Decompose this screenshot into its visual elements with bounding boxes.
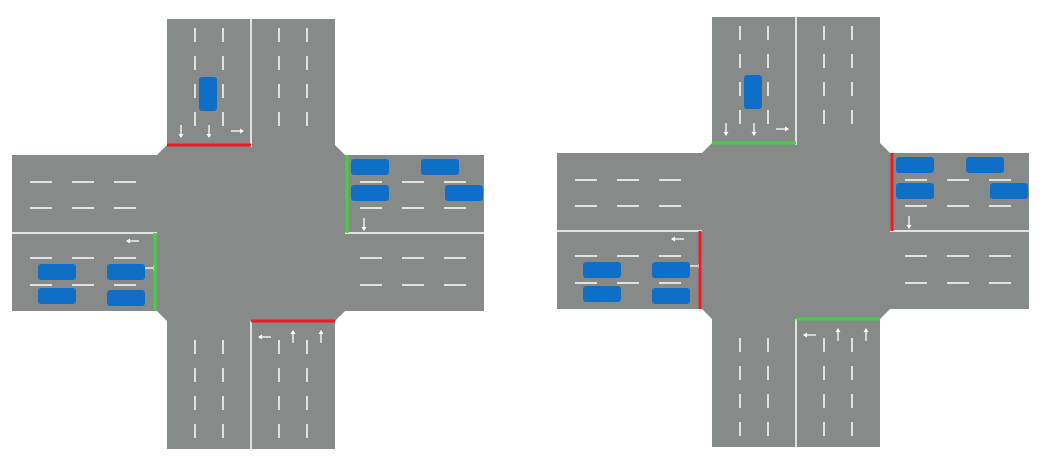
- car: [990, 183, 1028, 199]
- car: [445, 185, 483, 201]
- north-arrow: [178, 125, 184, 138]
- car: [199, 77, 217, 111]
- south-arrow: [318, 330, 324, 343]
- south-arrow: [835, 328, 841, 341]
- north-arrow: [751, 123, 757, 136]
- west-arrow: [671, 236, 684, 242]
- car: [652, 262, 690, 278]
- car: [38, 288, 76, 304]
- north-arrow: [776, 126, 789, 132]
- car: [966, 157, 1004, 173]
- car: [421, 159, 459, 175]
- car: [896, 157, 934, 173]
- car: [583, 262, 621, 278]
- car: [351, 185, 389, 201]
- watermark: https://blog.csdn.net/nothingtosi: [839, 445, 1036, 461]
- south-arrow: [863, 328, 869, 341]
- car: [744, 75, 762, 109]
- south-arrow: [290, 330, 296, 343]
- north-arrow: [206, 125, 212, 138]
- car: [351, 159, 389, 175]
- intersection-box: [702, 143, 890, 319]
- car: [583, 286, 621, 302]
- east-arrow: [906, 216, 912, 229]
- south-arrow: [803, 332, 816, 338]
- car: [107, 290, 145, 306]
- car: [652, 288, 690, 304]
- intersection-right: [557, 17, 1029, 447]
- east-arrow: [361, 218, 367, 231]
- north-arrow: [231, 128, 244, 134]
- intersection-box: [157, 145, 345, 321]
- car: [38, 264, 76, 280]
- south-arrow: [258, 334, 271, 340]
- west-arrow: [126, 238, 139, 244]
- car: [107, 264, 145, 280]
- intersection-left: [12, 19, 484, 449]
- north-arrow: [723, 123, 729, 136]
- car: [896, 183, 934, 199]
